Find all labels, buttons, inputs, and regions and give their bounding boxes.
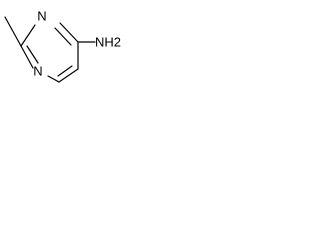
atom-nh2: NH2 — [95, 34, 121, 49]
atom-n-top: N — [37, 8, 46, 23]
bond-n3-c2 — [20, 45, 34, 69]
bond-c5-c6 — [58, 68, 79, 83]
bond-c6-n3 — [47, 75, 60, 83]
bond-c2-n1 — [20, 24, 36, 47]
structure-diagram: N N NH2 — [0, 0, 165, 93]
molecule-drawing: N N NH2 — [4, 8, 121, 83]
bond-n1-c4 — [59, 22, 79, 43]
bond-n3-c2-inner — [26, 45, 39, 64]
bond-n1-c4-inner — [54, 27, 72, 46]
bond-c5-c6-inner — [57, 65, 73, 77]
methyl-bond — [4, 16, 22, 47]
atom-n-bottom: N — [33, 63, 42, 78]
